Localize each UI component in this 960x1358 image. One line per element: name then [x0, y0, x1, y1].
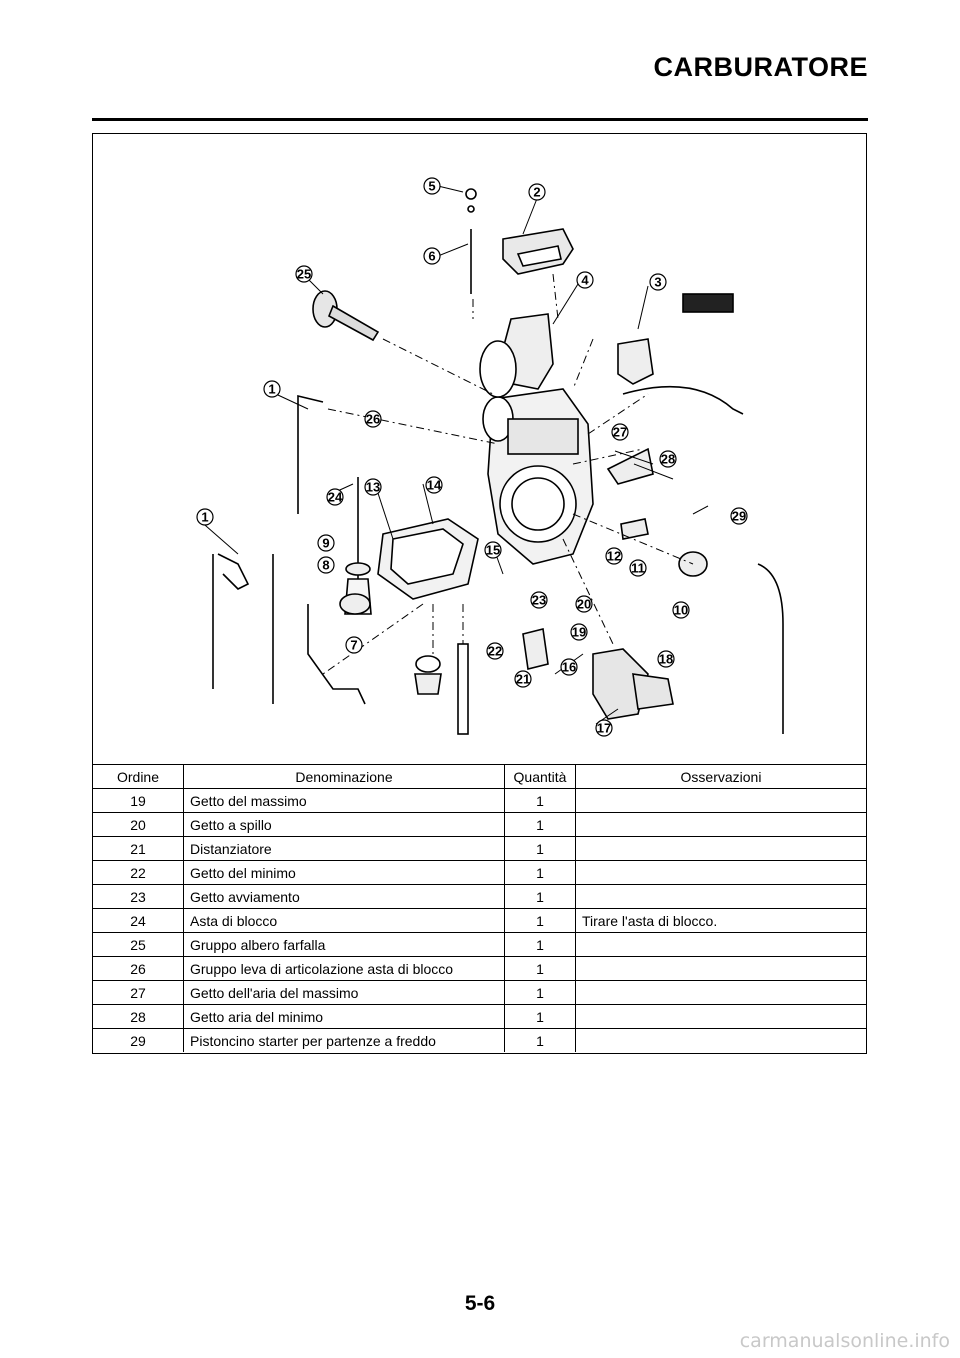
cell-quantita: 1 — [504, 788, 576, 813]
callout-label: 1 — [268, 382, 275, 397]
header-rule — [92, 118, 868, 121]
callout-label: 18 — [659, 652, 673, 667]
cell-osservazioni — [575, 1028, 866, 1052]
callout-label: 22 — [488, 644, 502, 659]
callout-label: 7 — [350, 638, 357, 653]
callout-label: 21 — [516, 672, 530, 687]
callout-label: 25 — [297, 267, 311, 282]
cell-osservazioni — [575, 956, 866, 981]
cell-osservazioni — [575, 788, 866, 813]
callout-label: 27 — [613, 425, 627, 440]
cell-denominazione: Getto a spillo — [183, 812, 505, 837]
callout-label: 4 — [581, 273, 589, 288]
cell-denominazione: Getto del minimo — [183, 860, 505, 885]
cell-quantita: 1 — [504, 884, 576, 909]
callout-label: 14 — [427, 478, 442, 493]
page-number: 5-6 — [464, 1292, 496, 1315]
cell-denominazione: Getto del massimo — [183, 788, 505, 813]
cell-ordine: 27 — [93, 980, 184, 1005]
cell-ordine: 19 — [93, 788, 184, 813]
callout-label: 19 — [572, 625, 586, 640]
callout-label: 2 — [533, 185, 540, 200]
callout-label: 23 — [532, 593, 546, 608]
cell-denominazione: Asta di blocco — [183, 908, 505, 933]
cell-denominazione: Getto aria del minimo — [183, 1004, 505, 1029]
callout-label: 20 — [577, 597, 591, 612]
callout-label: 5 — [428, 179, 435, 194]
cell-ordine: 29 — [93, 1028, 184, 1052]
callout-label: 26 — [366, 412, 380, 427]
callout-label: 3 — [654, 275, 661, 290]
cell-osservazioni — [575, 884, 866, 909]
cell-osservazioni — [575, 1004, 866, 1029]
callout-label: 12 — [607, 549, 621, 564]
watermark: carmanualsonline.info — [739, 1330, 950, 1352]
exploded-view-diagram: 1 1 2 3 4 5 6 7 8 9 10 11 12 13 14 15 16… — [196, 177, 784, 737]
callout-label: 16 — [562, 660, 576, 675]
cell-denominazione: Gruppo leva di articolazione asta di blo… — [183, 956, 505, 981]
cell-ordine: 22 — [93, 860, 184, 885]
cell-osservazioni: Tirare l'asta di blocco. — [575, 908, 866, 933]
cell-quantita: 1 — [504, 1004, 576, 1029]
cell-quantita: 1 — [504, 836, 576, 861]
cell-denominazione: Pistoncino starter per partenze a freddo — [183, 1028, 505, 1052]
cell-ordine: 28 — [93, 1004, 184, 1029]
cell-denominazione: Getto dell'aria del massimo — [183, 980, 505, 1005]
cell-denominazione: Distanziatore — [183, 836, 505, 861]
callout-label: 11 — [631, 561, 645, 576]
cell-denominazione: Gruppo albero farfalla — [183, 932, 505, 957]
cell-quantita: 1 — [504, 812, 576, 837]
callout-label: 6 — [428, 249, 435, 264]
cell-ordine: 25 — [93, 932, 184, 957]
cell-osservazioni — [575, 932, 866, 957]
cell-ordine: 23 — [93, 884, 184, 909]
column-header-ordine: Ordine — [93, 764, 184, 789]
column-header-quantita: Quantità — [504, 764, 576, 789]
page-title: CARBURATORE — [653, 52, 868, 82]
cell-ordine: 20 — [93, 812, 184, 837]
cell-quantita: 1 — [504, 956, 576, 981]
parts-table: Ordine Denominazione Quantità Osservazio… — [93, 764, 866, 1052]
table-header-row: Ordine Denominazione Quantità Osservazio… — [93, 764, 866, 789]
cell-ordine: 24 — [93, 908, 184, 933]
column-header-osservazioni: Osservazioni — [575, 764, 866, 789]
callout-label: 17 — [597, 721, 611, 736]
cell-osservazioni — [575, 812, 866, 837]
cell-quantita: 1 — [504, 980, 576, 1005]
callout-label: 9 — [322, 536, 329, 551]
cell-quantita: 1 — [504, 860, 576, 885]
cell-quantita: 1 — [504, 1028, 576, 1052]
callout-label: 15 — [486, 543, 500, 558]
callout-label: 24 — [328, 490, 343, 505]
callout-label: 13 — [366, 480, 380, 495]
callout-label: 10 — [674, 603, 688, 618]
cell-osservazioni — [575, 836, 866, 861]
callout-label: 8 — [322, 558, 329, 573]
content-frame: 1 1 2 3 4 5 6 7 8 9 10 11 12 13 14 15 16… — [92, 133, 867, 1054]
cell-quantita: 1 — [504, 932, 576, 957]
cell-osservazioni — [575, 860, 866, 885]
callout-label: 28 — [661, 452, 675, 467]
cell-ordine: 21 — [93, 836, 184, 861]
cell-ordine: 26 — [93, 956, 184, 981]
cell-quantita: 1 — [504, 908, 576, 933]
callout-label: 29 — [732, 509, 746, 524]
cell-osservazioni — [575, 980, 866, 1005]
callout-label: 1 — [201, 510, 208, 525]
cell-denominazione: Getto avviamento — [183, 884, 505, 909]
column-header-denominazione: Denominazione — [183, 764, 505, 789]
